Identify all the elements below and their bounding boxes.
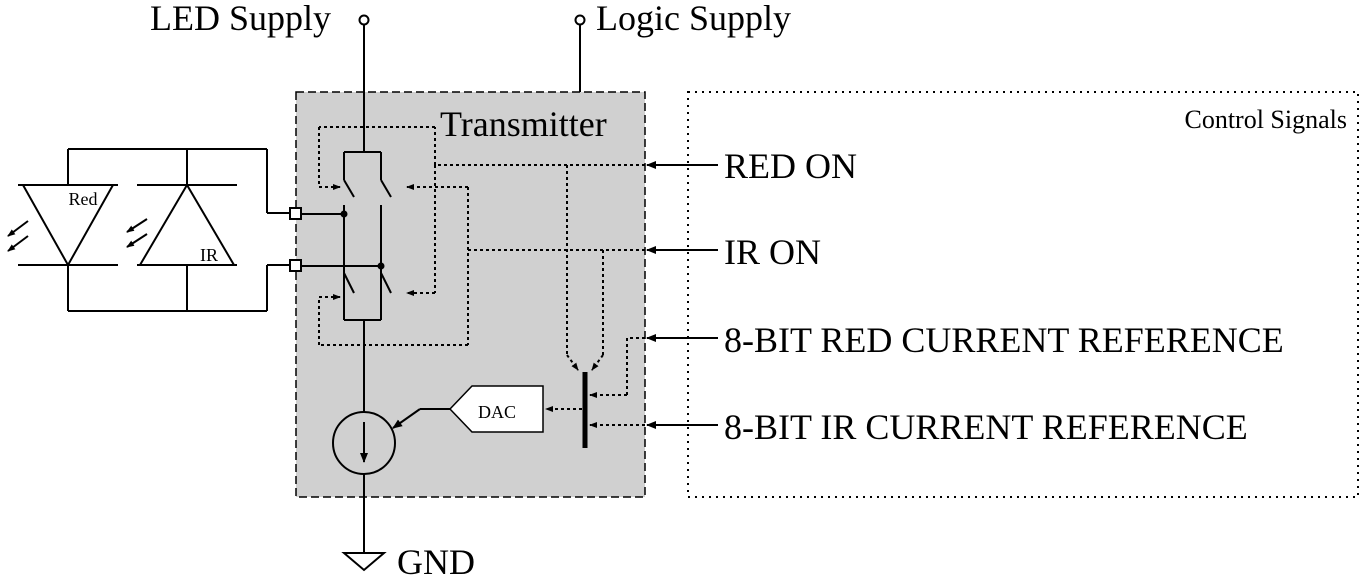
signal-red-current-ref: 8-BIT RED CURRENT REFERENCE (724, 320, 1284, 360)
ir-led-label: IR (200, 245, 218, 265)
control-signals-label: Control Signals (1184, 105, 1347, 134)
red-led-icon (7, 184, 118, 268)
ir-led-icon (126, 183, 237, 266)
dashed-control-lines (318, 126, 645, 428)
current-source-icon (332, 411, 396, 553)
signal-ir-current-ref: 8-BIT IR CURRENT REFERENCE (724, 407, 1248, 447)
signal-inputs (646, 161, 718, 429)
red-led-label: Red (69, 189, 98, 209)
output-pin-bottom (289, 259, 302, 272)
led-supply-label: LED Supply (150, 0, 331, 38)
gnd-label: GND (397, 542, 475, 576)
signal-red-on: RED ON (724, 146, 857, 186)
output-pin-top (289, 207, 302, 220)
control-signals-box (687, 91, 1359, 498)
transmitter-title: Transmitter (440, 104, 607, 144)
dac-label: DAC (478, 402, 516, 422)
logic-supply-label: Logic Supply (596, 0, 791, 38)
switch-network (301, 151, 392, 412)
dac-block (392, 385, 544, 433)
ground-icon (341, 552, 387, 572)
led-supply-terminal (358, 14, 370, 152)
signal-ir-on: IR ON (724, 232, 821, 272)
logic-supply-terminal (574, 14, 586, 92)
led-network (67, 148, 290, 312)
